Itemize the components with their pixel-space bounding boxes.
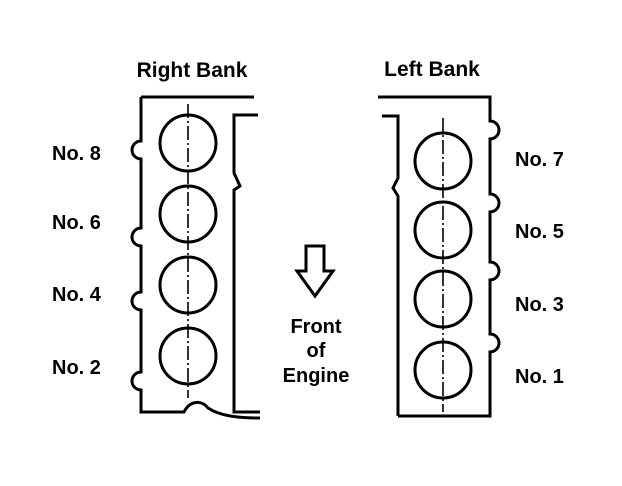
left-bank-title: Left Bank [384,58,480,81]
right-bank-title: Right Bank [137,59,248,82]
left-bank-block-outline [378,95,501,418]
right-bank-block-outline [130,95,261,420]
left-bank-head-profile [382,114,400,416]
left-bank: Left Bank No. 7 No. 5 No. 3 No. 1 [378,58,564,418]
front-label-line1: Front [290,316,341,338]
cylinder-label-3: No. 3 [515,294,564,316]
front-label-line3: Engine [283,365,350,387]
front-label-line2: of [307,340,326,362]
front-of-engine-indicator: Front of Engine [283,244,350,387]
right-bank: Right Bank No. 8 No. 6 No. 4 No. 2 [52,59,261,420]
cylinder-label-5: No. 5 [515,221,564,243]
cylinder-label-2: No. 2 [52,357,101,379]
down-arrow-icon [294,244,336,299]
cylinder-label-4: No. 4 [52,284,102,306]
cylinder-label-8: No. 8 [52,143,101,165]
cylinder-label-7: No. 7 [515,149,564,171]
cylinder-label-1: No. 1 [515,366,564,388]
right-bank-head-profile [232,113,260,414]
cylinder-label-6: No. 6 [52,212,101,234]
